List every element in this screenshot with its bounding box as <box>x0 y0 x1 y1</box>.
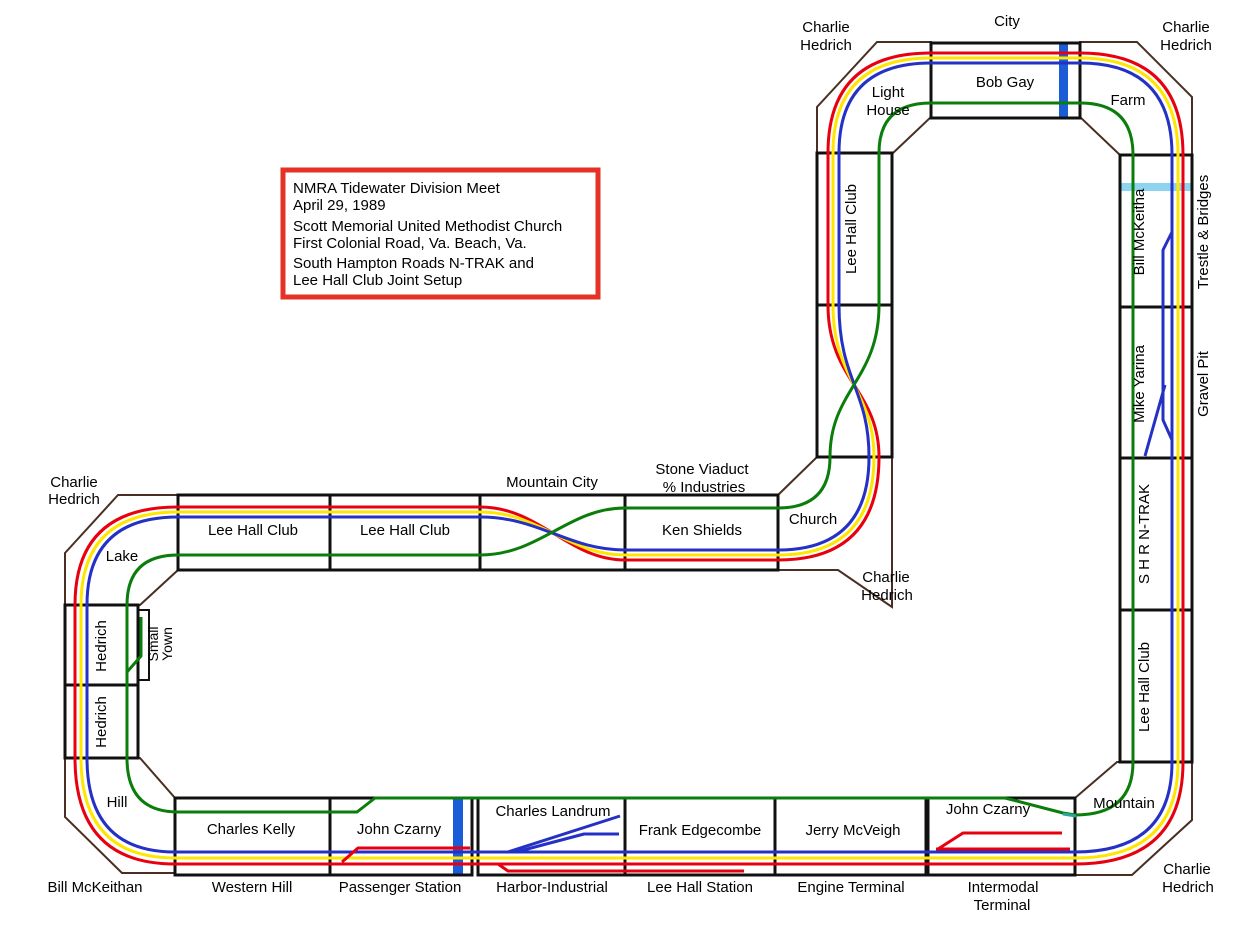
label-intermodal-2: Terminal <box>974 897 1031 914</box>
label-charlie-hedrich-top-left-2: Hedrich <box>800 37 852 54</box>
label-small-town-2: Yown <box>159 627 175 661</box>
label-hedrich-lower: Hedrich <box>93 696 110 748</box>
label-ken-shields: Ken Shields <box>662 522 742 539</box>
label-charlie-hedrich-church-1: Charlie <box>862 569 910 586</box>
module-shr-ntrak <box>1118 456 1194 612</box>
red-line <box>73 51 1185 866</box>
label-trestle-bridges: Trestle & Bridges <box>1195 175 1212 290</box>
module-ken-shields <box>623 493 780 572</box>
label-lee-hall-club-right: Lee Hall Club <box>1136 642 1153 732</box>
info-box-line-5: South Hampton Roads N-TRAK and <box>293 255 534 272</box>
red-main-loop <box>73 51 1185 866</box>
label-lee-hall-club-mid-2: Lee Hall Club <box>360 522 450 539</box>
label-hedrich-upper: Hedrich <box>93 620 110 672</box>
blue-spur-harbor-1 <box>507 814 621 854</box>
water-features <box>453 44 1192 875</box>
label-charles-kelly: Charles Kelly <box>207 821 296 838</box>
label-charles-landrum: Charles Landrum <box>495 803 610 820</box>
label-mountain-city: Mountain City <box>506 474 598 491</box>
label-city: City <box>994 13 1020 30</box>
label-western-hill: Western Hill <box>212 879 293 896</box>
label-mountain: Mountain <box>1093 795 1155 812</box>
green-line <box>125 101 1135 817</box>
blue-spur-harbor-2 <box>515 832 619 854</box>
label-small-town-1: Small <box>145 626 161 661</box>
label-charlie-hedrich-church-2: Hedrich <box>861 587 913 604</box>
label-charlie-hedrich-top-right-2: Hedrich <box>1160 37 1212 54</box>
blue-spur-gravel-pit <box>1143 384 1167 457</box>
label-bob-gay: Bob Gay <box>976 74 1035 91</box>
label-shr-ntrak: S H R N-TRAK <box>1136 484 1153 584</box>
label-charlie-hedrich-mid-left-1: Charlie <box>50 474 98 491</box>
label-charlie-hedrich-top-left-1: Charlie <box>802 19 850 36</box>
label-charlie-hedrich-mid-left-2: Hedrich <box>48 491 100 508</box>
label-lake: Lake <box>106 548 139 565</box>
module-hedrich-lower <box>63 683 140 760</box>
label-lee-hall-club-mid-1: Lee Hall Club <box>208 522 298 539</box>
corner-outlines <box>64 41 1193 876</box>
label-lee-hall-station: Lee Hall Station <box>647 879 753 896</box>
blue-main-loop <box>85 61 1174 854</box>
label-engine-terminal: Engine Terminal <box>797 879 904 896</box>
module-small-town-bump <box>137 609 150 681</box>
info-box-line-2: April 29, 1989 <box>293 197 386 214</box>
info-box-line-4: First Colonial Road, Va. Beach, Va. <box>293 235 527 252</box>
red-siding-harbor <box>497 862 744 873</box>
label-church: Church <box>789 511 837 528</box>
river-passenger-station <box>453 799 463 875</box>
label-stone-viaduct-1: Stone Viaduct <box>655 461 749 478</box>
label-mike-yarina: Mike Yarina <box>1131 344 1148 422</box>
label-gravel-pit: Gravel Pit <box>1195 350 1212 417</box>
info-box-line-1: NMRA Tidewater Division Meet <box>293 180 501 197</box>
label-stone-viaduct-2: % Industries <box>663 479 746 496</box>
label-john-czarny-passenger: John Czarny <box>357 821 442 838</box>
water-trestle-bridges <box>1121 183 1192 191</box>
label-farm: Farm <box>1111 92 1146 109</box>
module-lee-hall-club-right <box>1118 608 1194 764</box>
teal-segment-intermodal <box>1062 812 1077 818</box>
info-box-line-3: Scott Memorial United Methodist Church <box>293 218 562 235</box>
blue-siding-trestle <box>1161 231 1174 441</box>
label-harbor-industrial: Harbor-Industrial <box>496 879 608 896</box>
label-jerry-mcveigh: Jerry McVeigh <box>805 822 900 839</box>
yellow-line <box>79 56 1180 860</box>
yellow-main-loop <box>79 56 1180 860</box>
red-siding-intermodal-1 <box>937 831 1062 851</box>
label-intermodal-1: Intermodal <box>968 879 1039 896</box>
info-box <box>280 167 601 300</box>
green-branch-loop <box>125 101 1135 817</box>
blue-line <box>85 61 1174 854</box>
label-charlie-hedrich-bottom-right-2: Hedrich <box>1162 879 1214 896</box>
label-hill: Hill <box>107 794 128 811</box>
label-light-house-1: Light <box>872 84 905 101</box>
module-bob-gay <box>929 41 1082 120</box>
label-bill-mckeitha: Bill McKeitha <box>1131 188 1148 275</box>
green-spur-small-town <box>125 617 143 673</box>
river-bob-gay <box>1059 44 1068 118</box>
module-borders <box>63 41 1194 877</box>
red-siding-passenger <box>341 846 470 864</box>
label-light-house-2: House <box>866 102 909 119</box>
label-charlie-hedrich-bottom-right-1: Charlie <box>1163 861 1211 878</box>
label-frank-edgecombe: Frank Edgecombe <box>639 822 762 839</box>
info-box-line-6: Lee Hall Club Joint Setup <box>293 272 462 289</box>
module-crossover <box>815 303 894 459</box>
label-lee-hall-club-upper: Lee Hall Club <box>843 184 860 274</box>
label-john-czarny-intermodal: John Czarny <box>946 801 1031 818</box>
label-charlie-hedrich-top-right-1: Charlie <box>1162 19 1210 36</box>
label-passenger-station: Passenger Station <box>339 879 462 896</box>
label-bill-mckeithan: Bill McKeithan <box>47 879 142 896</box>
red-sidings <box>341 831 1070 873</box>
teal-track-segment <box>1062 812 1077 818</box>
